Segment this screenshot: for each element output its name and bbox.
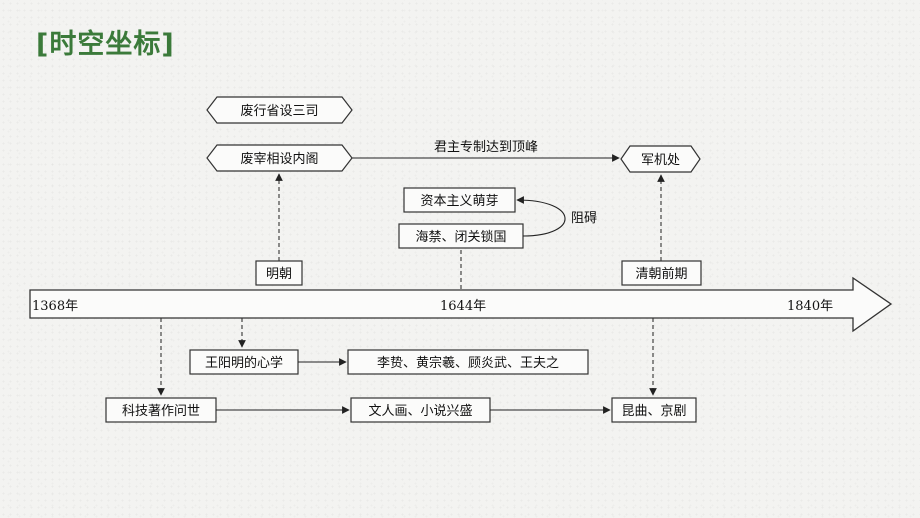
node-opera: 昆曲、京剧 [621, 404, 686, 419]
arrow-hinder [516, 196, 566, 237]
node-sci-tech: 科技著作问世 [122, 404, 200, 419]
box-sea-ban [398, 223, 524, 249]
box-painting-novel [350, 397, 491, 423]
node-ming: 明朝 [266, 267, 292, 282]
node-painting-novel: 文人画、小说兴盛 [368, 404, 472, 419]
box-thinkers [347, 349, 589, 375]
node-abolish-province: 废行省设三司 [240, 103, 318, 119]
timeline-start-label: 1368年 [32, 299, 78, 314]
box-wang-yangming [189, 349, 299, 375]
node-thinkers: 李贽、黄宗羲、顾炎武、王夫之 [377, 355, 559, 371]
page-title: [时空坐标] [36, 29, 175, 60]
hexagon-abolish-province [206, 96, 353, 124]
hexagon-grand-council [620, 145, 701, 173]
node-wang-yangming: 王阳明的心学 [205, 355, 283, 371]
timeline-end-label: 1840年 [787, 299, 833, 314]
box-capitalism [403, 187, 516, 213]
node-early-qing: 清朝前期 [635, 266, 687, 282]
label-autocracy-peak: 君主专制达到顶峰 [434, 140, 538, 155]
label-hinder: 阻碍 [571, 211, 597, 226]
node-capitalism: 资本主义萌芽 [420, 194, 498, 209]
box-sci-tech [105, 397, 217, 423]
hexagon-abolish-chancellor [206, 144, 353, 172]
node-sea-ban: 海禁、闭关锁国 [415, 229, 506, 245]
node-grand-council: 军机处 [641, 153, 680, 168]
node-abolish-chancellor: 废宰相设内阁 [240, 151, 318, 167]
box-early-qing [621, 260, 702, 286]
timeline-middle-label: 1644年 [440, 299, 486, 314]
box-opera [611, 397, 697, 423]
timeline-arrow [29, 276, 893, 333]
